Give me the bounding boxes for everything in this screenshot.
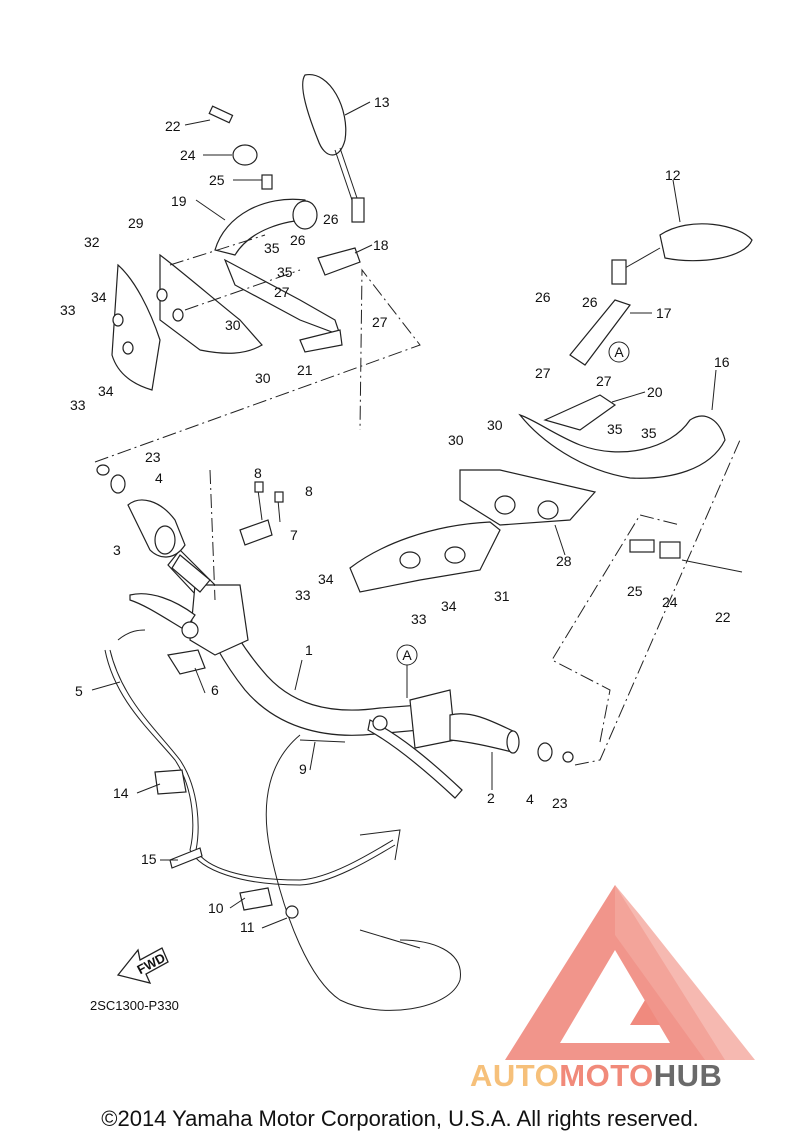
callout-9: 9 [299,761,307,777]
callout-22: 22 [715,609,731,625]
callout-32: 32 [84,234,100,250]
ref-marker-a-lower: A [396,644,418,698]
callout-14: 14 [113,785,129,801]
callout-20: 20 [647,384,663,400]
callout-26: 26 [323,211,339,227]
callout-34: 34 [441,598,457,614]
left-covers-drawing [111,253,263,391]
callout-8: 8 [254,465,262,481]
diagram-code: 2SC1300-P330 [90,998,179,1013]
callout-35: 35 [641,425,657,441]
callout-23: 23 [552,795,568,811]
callout-35: 35 [277,264,293,280]
callout-5: 5 [75,683,83,699]
callout-30: 30 [487,417,503,433]
exploded-parts-diagram: A A FWD 2SC1300-P330 1 2 3 4 4 5 6 7 8 8… [60,74,753,1013]
callout-18: 18 [373,237,389,253]
callout-34: 34 [91,289,107,305]
logo-text-hub: HUB [653,1058,723,1093]
clamps-drawing [154,649,299,919]
svg-text:A: A [402,647,412,663]
callout-labels: 1 2 3 4 4 5 6 7 8 8 9 10 11 12 13 14 15 … [60,94,731,935]
callout-34: 34 [98,383,114,399]
svg-text:A: A [614,344,624,360]
callout-13: 13 [374,94,390,110]
callout-17: 17 [656,305,672,321]
ref-marker-a-upper: A [608,341,630,363]
callout-24: 24 [662,594,678,610]
left-lever-assembly-drawing [129,481,284,656]
callout-30: 30 [448,432,464,448]
callout-25: 25 [627,583,643,599]
callout-25: 25 [209,172,225,188]
callout-30: 30 [255,370,271,386]
callout-2: 2 [487,790,495,806]
callout-1: 1 [305,642,313,658]
left-guard-drawing [208,105,361,353]
callout-12: 12 [665,167,681,183]
right-stay-drawing [543,299,631,431]
callout-15: 15 [141,851,157,867]
callout-4: 4 [526,791,534,807]
callout-33: 33 [411,611,427,627]
callout-27: 27 [596,373,612,389]
callout-19: 19 [171,193,187,209]
callout-35: 35 [264,240,280,256]
left-mirror-drawing [302,74,365,223]
automotohub-logo-text: AUTOMOTOHUB [470,1058,795,1094]
callout-27: 27 [535,365,551,381]
callout-29: 29 [128,215,144,231]
callout-27: 27 [274,284,290,300]
callout-7: 7 [290,527,298,543]
reference-lines [94,234,741,766]
callout-10: 10 [208,900,224,916]
callout-26: 26 [535,289,551,305]
callout-24: 24 [180,147,196,163]
left-grip-drawing [96,464,211,593]
callout-26: 26 [582,294,598,310]
callout-30: 30 [225,317,241,333]
callout-33: 33 [60,302,76,318]
right-mirror-drawing [611,223,753,285]
callout-3: 3 [113,542,121,558]
leader-lines [91,101,717,929]
callout-34: 34 [318,571,334,587]
callout-21: 21 [297,362,313,378]
right-covers-drawing [349,413,743,593]
callout-31: 31 [494,588,510,604]
callout-16: 16 [714,354,730,370]
automotohub-logo-mark [505,885,755,1060]
callout-27: 27 [372,314,388,330]
callout-22: 22 [165,118,181,134]
logo-text-auto: AUTO [470,1058,560,1093]
copyright-notice: ©2014 Yamaha Motor Corporation, U.S.A. A… [101,1106,699,1131]
callout-33: 33 [70,397,86,413]
callout-26: 26 [290,232,306,248]
callout-4: 4 [155,470,163,486]
fwd-arrow: FWD [116,947,169,984]
callout-28: 28 [556,553,572,569]
callout-23: 23 [145,449,161,465]
right-grip-drawing [367,689,574,799]
callout-8: 8 [305,483,313,499]
callout-11: 11 [240,919,255,935]
logo-text-moto: MOTO [559,1058,654,1093]
callout-35: 35 [607,421,623,437]
callout-33: 33 [295,587,311,603]
callout-6: 6 [211,682,219,698]
